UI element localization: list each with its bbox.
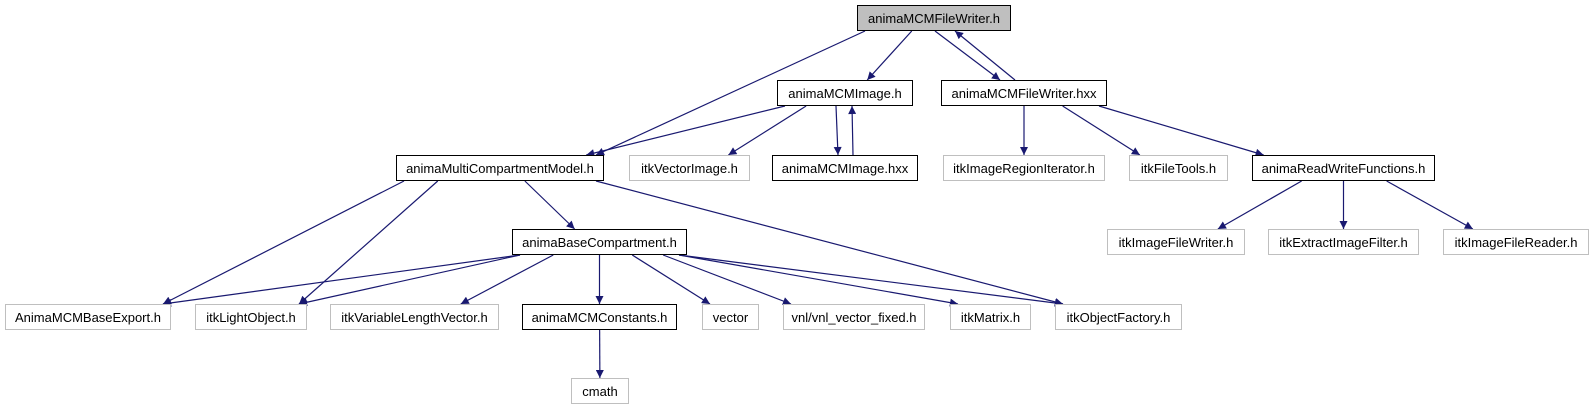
node-objfactory[interactable]: itkObjectFactory.h bbox=[1055, 304, 1182, 330]
node-vecimg[interactable]: itkVectorImage.h bbox=[629, 155, 750, 181]
edge-fw_hxx-to-rwfunc bbox=[1098, 105, 1264, 157]
edge-mcm_h-to-basecomp bbox=[524, 180, 576, 230]
node-vector[interactable]: vector bbox=[702, 304, 759, 330]
node-baseexport[interactable]: AnimaMCMBaseExport.h bbox=[5, 304, 171, 330]
node-rwfunc[interactable]: animaReadWriteFunctions.h bbox=[1252, 155, 1435, 181]
node-constants[interactable]: animaMCMConstants.h bbox=[522, 304, 677, 330]
node-filetools[interactable]: itkFileTools.h bbox=[1129, 155, 1228, 181]
node-varlen[interactable]: itkVariableLengthVector.h bbox=[330, 304, 499, 330]
node-cmath[interactable]: cmath bbox=[571, 378, 629, 404]
edge-basecomp-to-lightobj bbox=[298, 254, 521, 307]
edge-basecomp-to-vnl bbox=[662, 254, 792, 305]
node-vnl[interactable]: vnl/vnl_vector_fixed.h bbox=[783, 304, 925, 330]
node-regiter[interactable]: itkImageRegionIterator.h bbox=[943, 155, 1105, 181]
edge-mcm_h-to-objfactory bbox=[595, 180, 1064, 306]
edge-mcm_h-to-lightobj bbox=[298, 180, 439, 305]
node-img-hxx[interactable]: animaMCMImage.hxx bbox=[772, 155, 918, 181]
edge-img_h-to-mcm_h bbox=[586, 105, 786, 157]
edge-basecomp-to-baseexport bbox=[162, 254, 521, 307]
node-img-h[interactable]: animaMCMImage.h bbox=[777, 80, 913, 106]
edge-basecomp-to-vector bbox=[631, 254, 711, 305]
edge-fw_h-to-mcm_h bbox=[595, 30, 866, 156]
edge-mcm_h-to-baseexport bbox=[162, 180, 405, 305]
edge-fw_h-to-fw_hxx bbox=[934, 30, 1001, 81]
node-imgreader[interactable]: itkImageFileReader.h bbox=[1443, 229, 1589, 255]
edge-fw_h-to-img_h bbox=[866, 30, 913, 81]
edge-img_h-to-img_hxx bbox=[833, 105, 842, 156]
node-extract[interactable]: itkExtractImageFilter.h bbox=[1268, 229, 1419, 255]
edge-basecomp-to-objfactory bbox=[678, 254, 1064, 307]
node-imgwriter[interactable]: itkImageFileWriter.h bbox=[1107, 229, 1245, 255]
edge-fw_hxx-to-filetools bbox=[1062, 105, 1141, 156]
node-basecomp[interactable]: animaBaseCompartment.h bbox=[512, 229, 687, 255]
edge-basecomp-to-varlen bbox=[460, 254, 554, 305]
node-lightobj[interactable]: itkLightObject.h bbox=[195, 304, 307, 330]
edge-img_h-to-vecimg bbox=[728, 105, 807, 156]
edge-rwfunc-to-imgreader bbox=[1386, 180, 1474, 230]
node-fw-hxx[interactable]: animaMCMFileWriter.hxx bbox=[941, 80, 1107, 106]
node-mcm-h[interactable]: animaMultiCompartmentModel.h bbox=[396, 155, 604, 181]
edge-rwfunc-to-imgwriter bbox=[1217, 180, 1302, 230]
node-fw-h[interactable]: animaMCMFileWriter.h bbox=[857, 5, 1011, 31]
edge-fw_hxx-to-fw_h bbox=[954, 30, 1016, 81]
edge-img_hxx-to-img_h bbox=[848, 105, 857, 156]
edge-basecomp-to-matrix bbox=[678, 254, 959, 307]
node-matrix[interactable]: itkMatrix.h bbox=[950, 304, 1031, 330]
